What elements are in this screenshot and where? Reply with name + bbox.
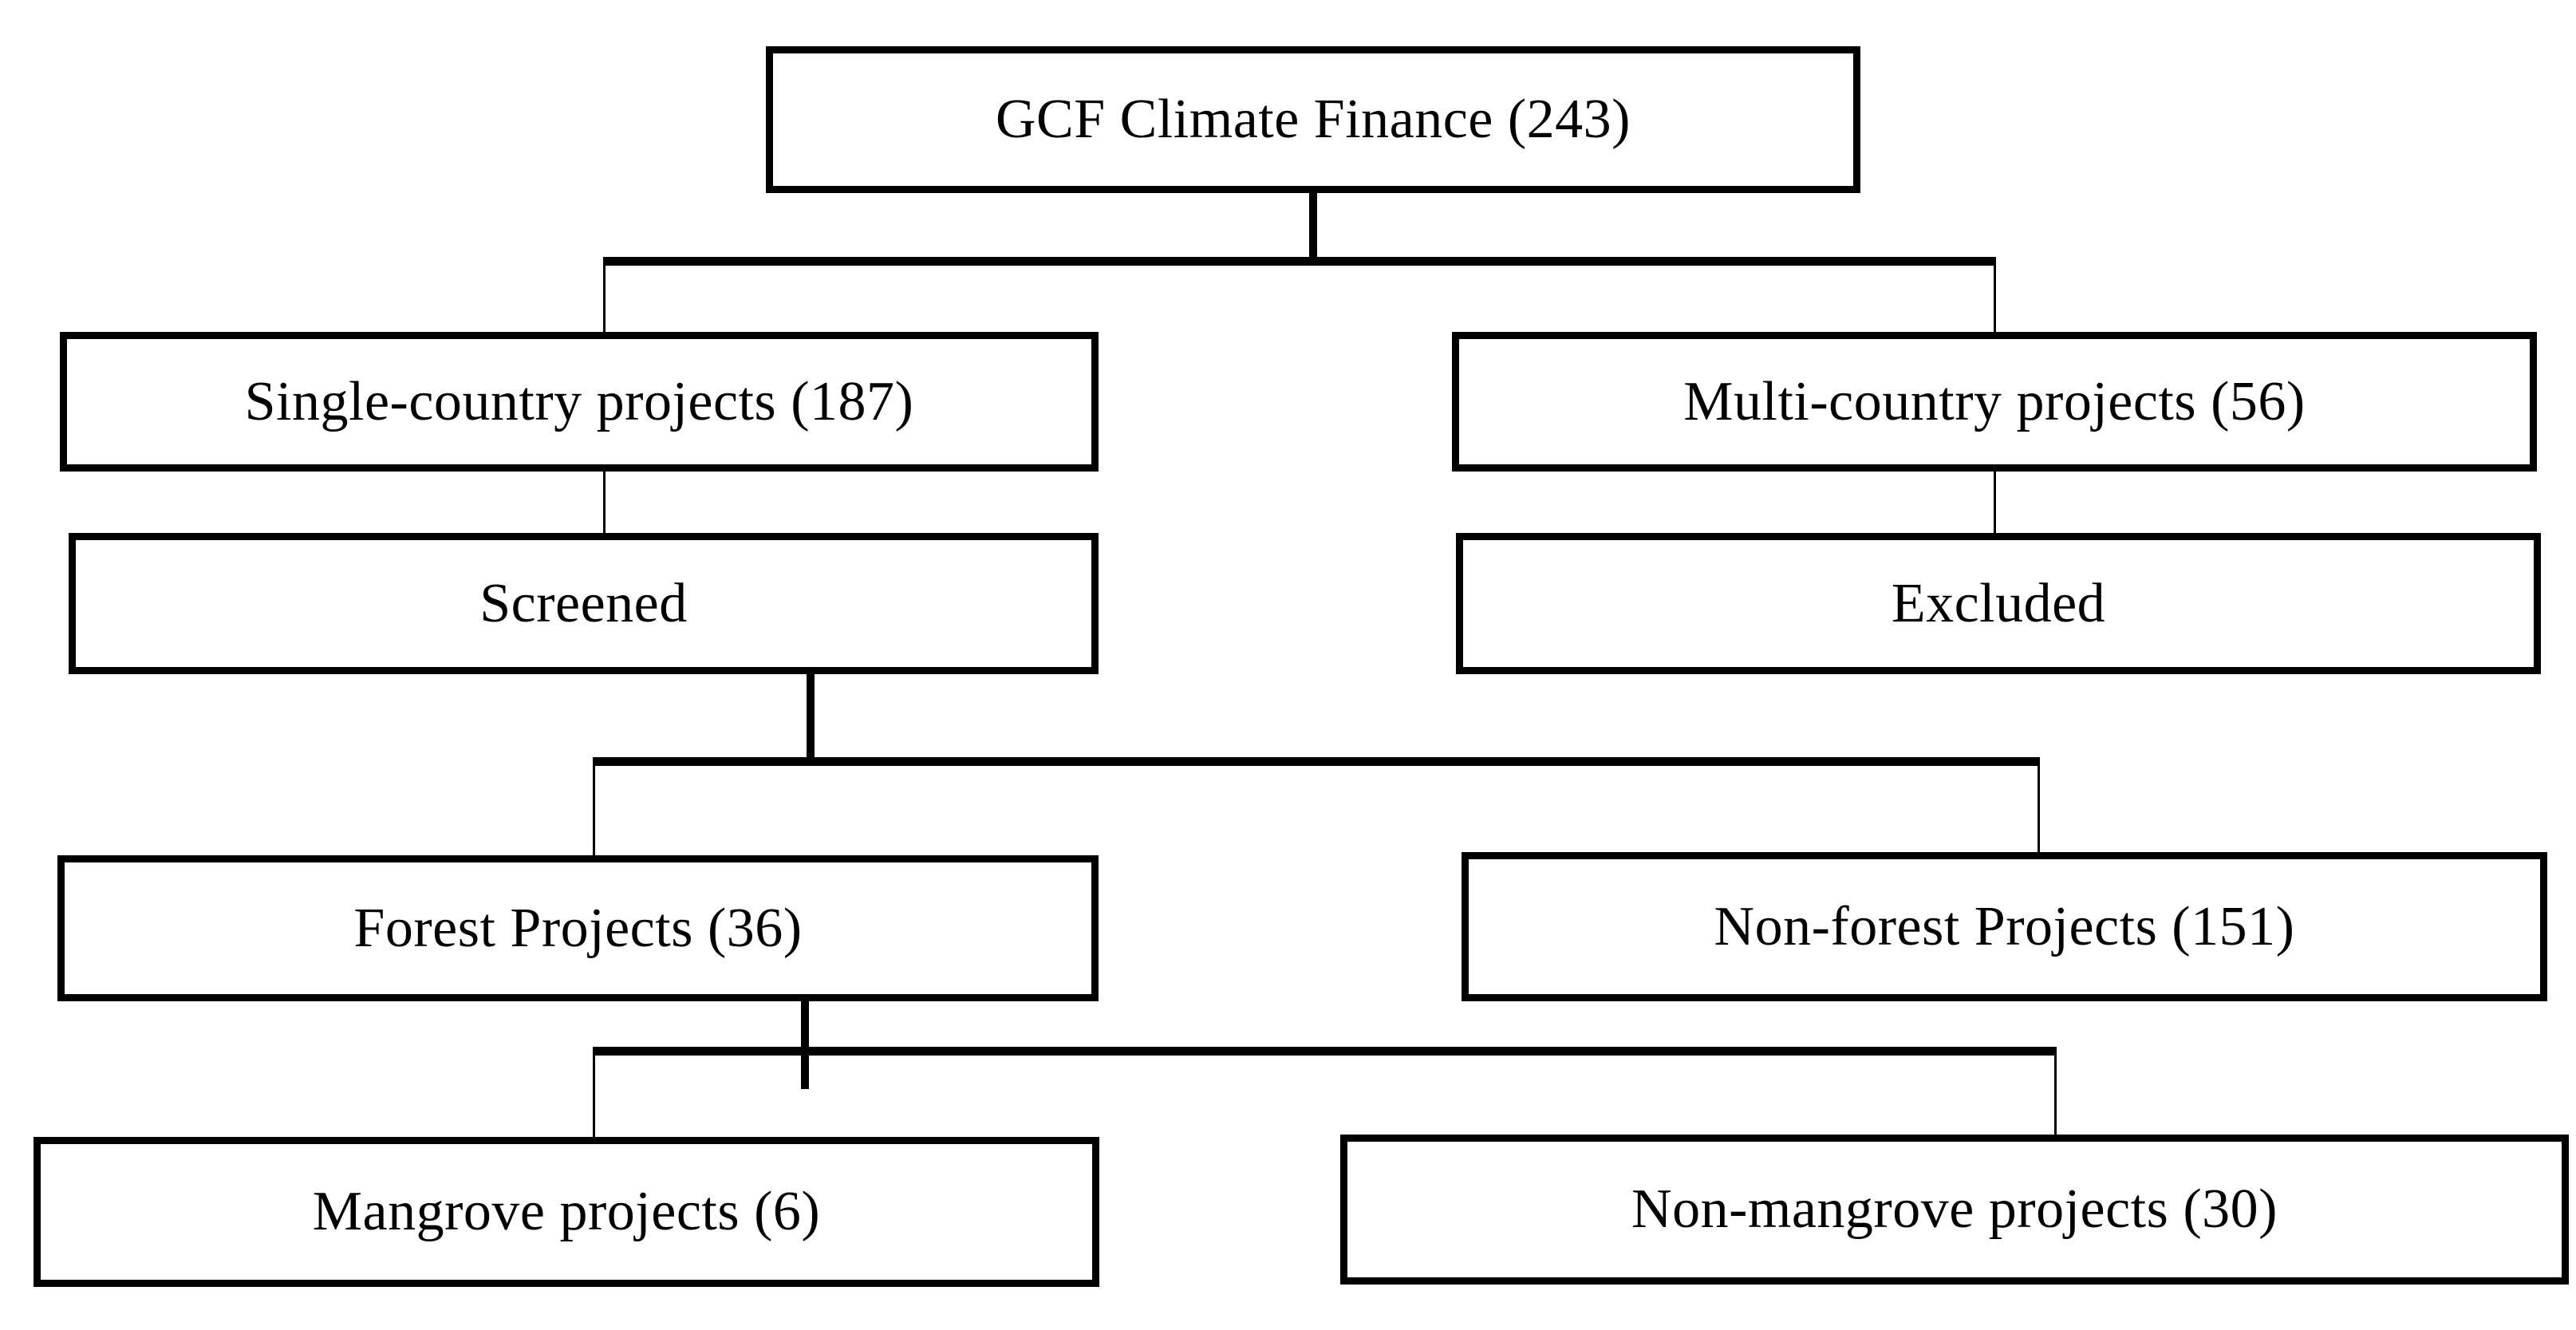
node-label-forest-projects: Forest Projects (36) [353, 897, 803, 959]
node-non-forest-projects[interactable]: Non-forest Projects (151) [1462, 852, 2547, 1001]
node-multi-country-projects[interactable]: Multi-country projects (56) [1452, 332, 2537, 472]
node-label-gcf-climate-finance: GCF Climate Finance (243) [995, 89, 1631, 150]
node-forest-projects[interactable]: Forest Projects (36) [57, 855, 1099, 1001]
connector-root-stem [1309, 193, 1317, 262]
connector-level3-bar [593, 757, 2040, 766]
connector-level1-bar [603, 257, 1996, 266]
node-label-non-mangrove-projects: Non-mangrove projects (30) [1631, 1178, 2278, 1240]
connector-to-forest [593, 762, 595, 855]
node-label-multi-country-projects: Multi-country projects (56) [1683, 370, 2306, 432]
connector-to-single-country [603, 262, 606, 335]
connector-to-non-mangrove [2054, 1052, 2057, 1138]
node-label-non-forest-projects: Non-forest Projects (151) [1714, 895, 2295, 957]
connector-level4-bar [593, 1047, 2057, 1056]
node-non-mangrove-projects[interactable]: Non-mangrove projects (30) [1340, 1135, 2569, 1285]
connector-multi-to-excluded [1994, 472, 1996, 535]
connector-screened-stem [807, 674, 815, 762]
connector-forest-stem [801, 1001, 809, 1089]
node-excluded[interactable]: Excluded [1456, 533, 2541, 674]
node-mangrove-projects[interactable]: Mangrove projects (6) [34, 1137, 1099, 1287]
node-label-excluded: Excluded [1891, 572, 2106, 634]
connector-to-multi-country [1994, 262, 1996, 335]
node-label-single-country-projects: Single-country projects (187) [244, 370, 914, 432]
node-single-country-projects[interactable]: Single-country projects (187) [60, 332, 1099, 472]
connector-single-to-screened [603, 472, 606, 535]
node-label-mangrove-projects: Mangrove projects (6) [312, 1181, 821, 1242]
node-screened[interactable]: Screened [69, 533, 1099, 674]
node-gcf-climate-finance[interactable]: GCF Climate Finance (243) [766, 46, 1860, 193]
connector-to-non-forest [2038, 762, 2040, 855]
connector-to-mangrove [593, 1052, 595, 1141]
node-label-screened: Screened [479, 572, 688, 634]
